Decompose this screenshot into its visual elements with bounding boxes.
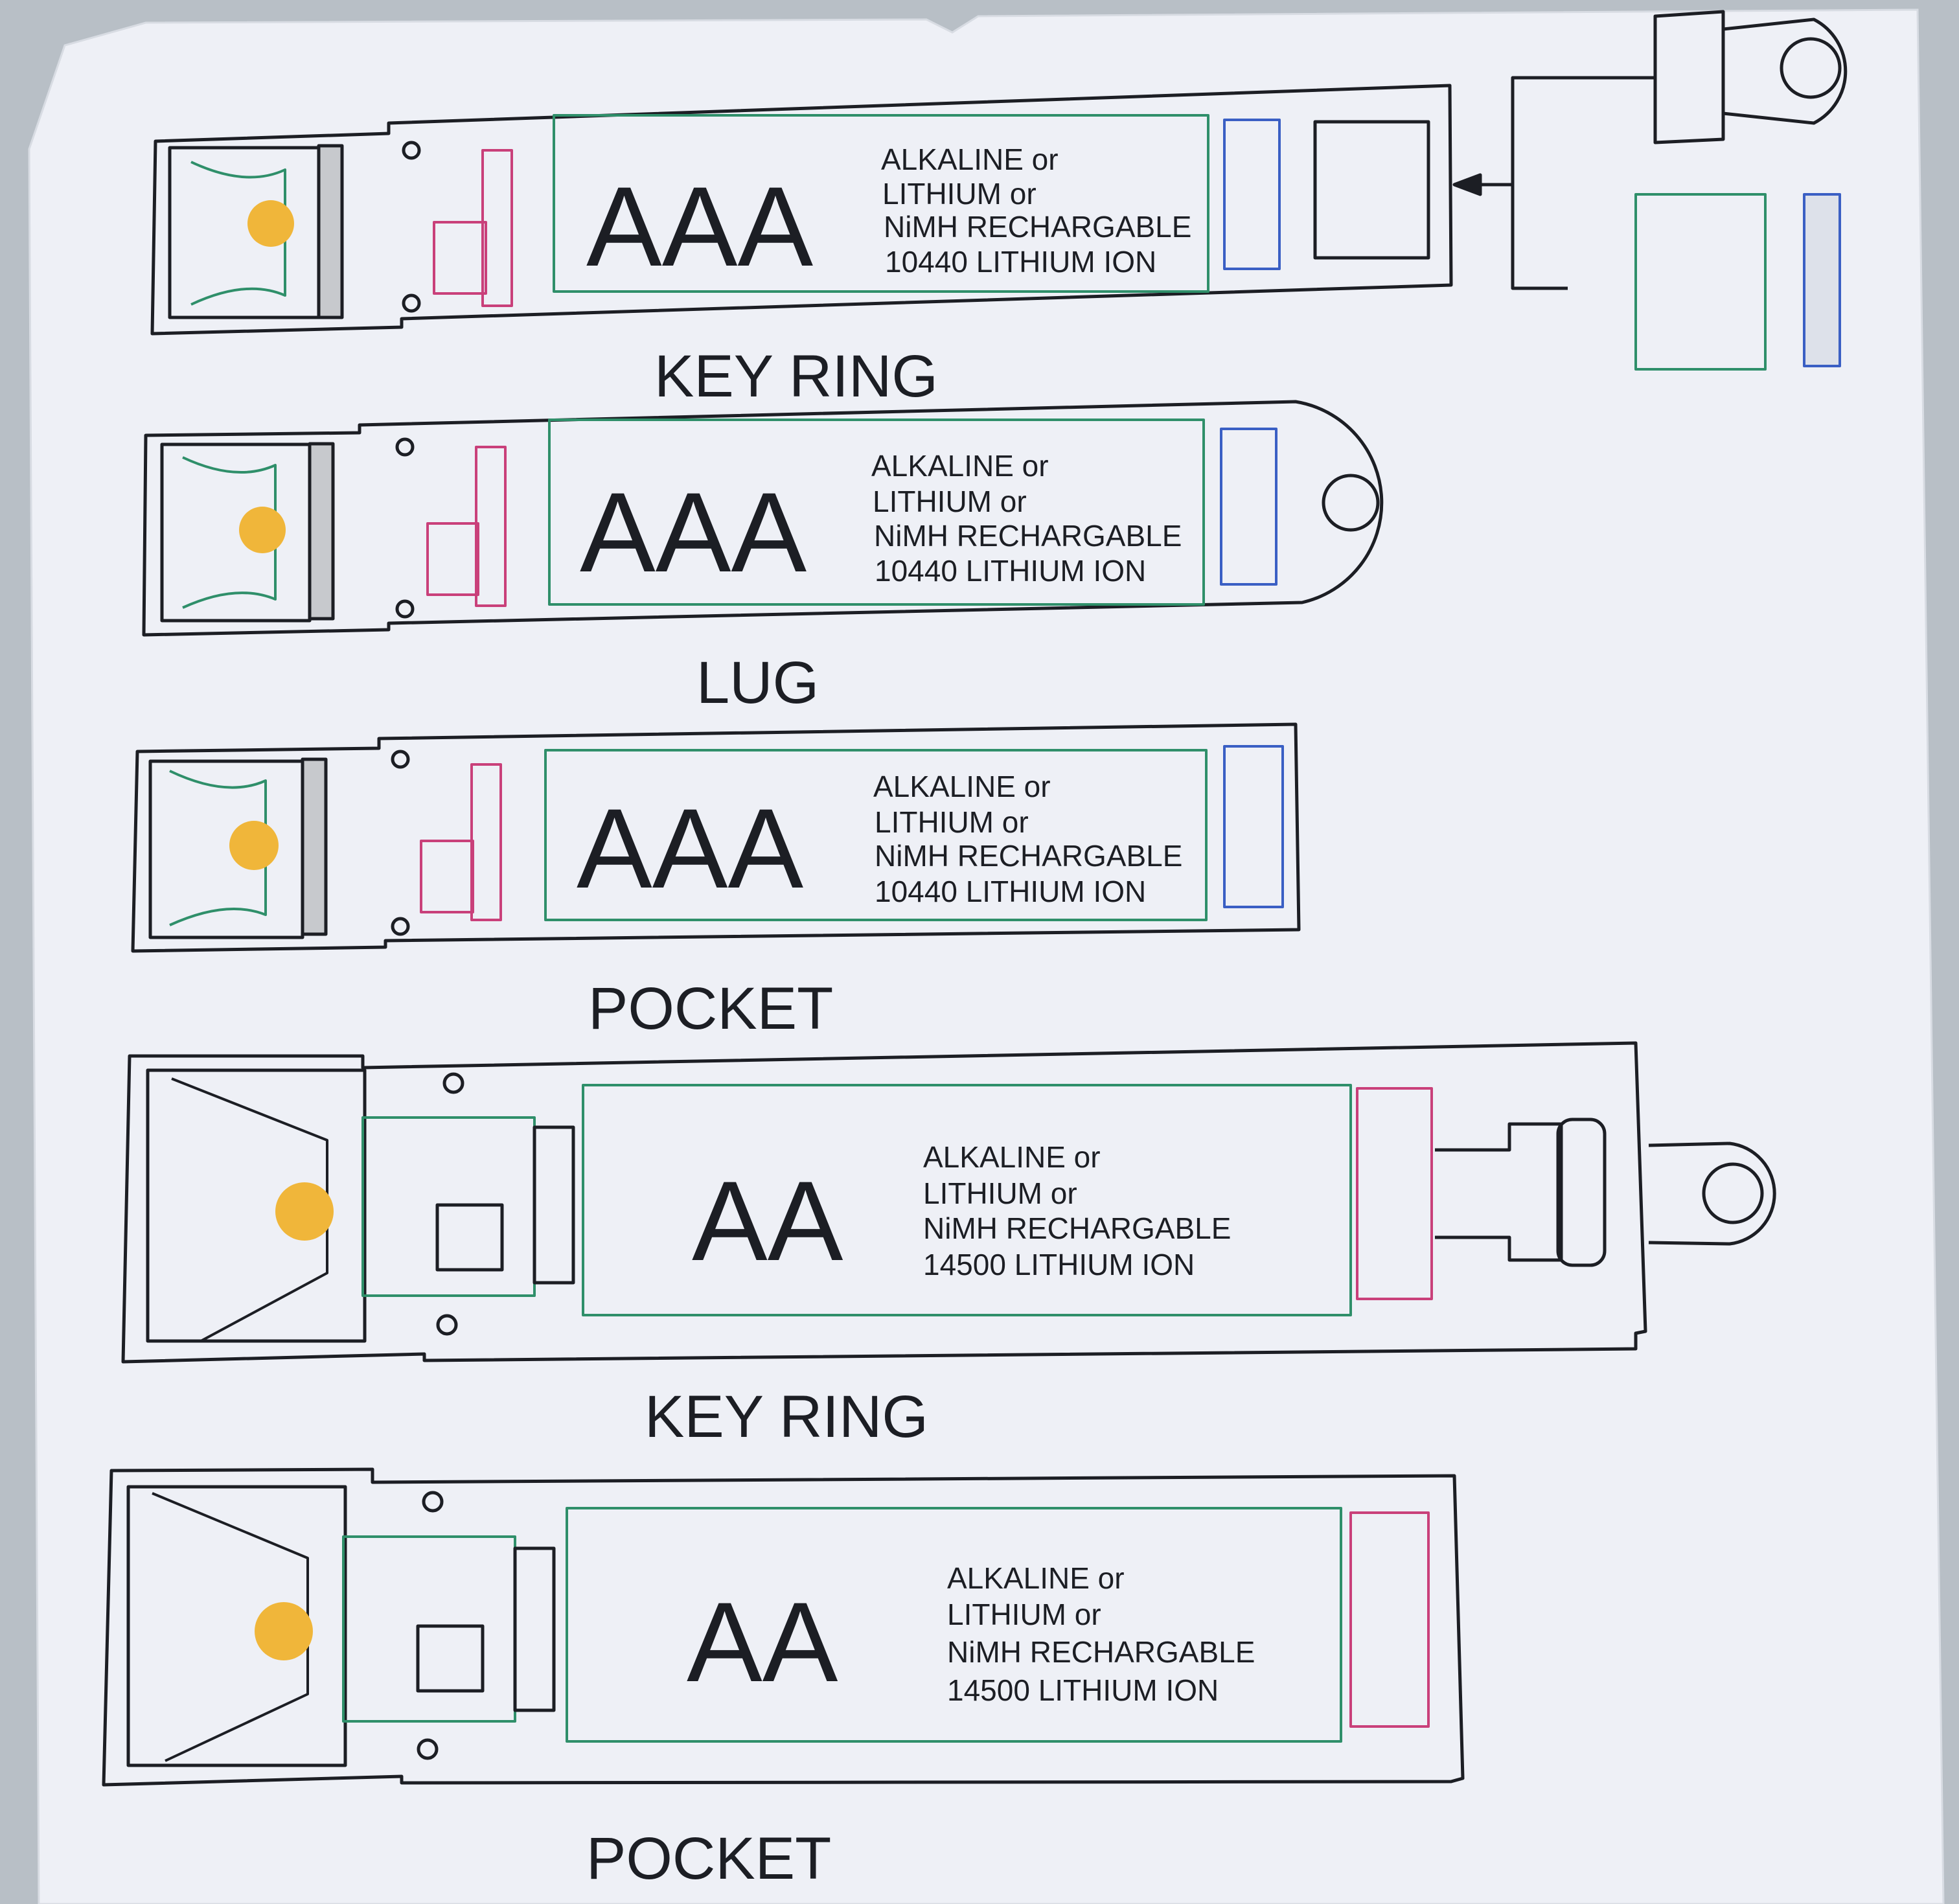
battery-size-label: AA xyxy=(692,1158,843,1285)
light-aa-pocket xyxy=(102,1467,1465,1787)
battery-note: ALKALINE or xyxy=(871,449,1049,483)
lens-hatched xyxy=(301,757,328,936)
variant-label: KEY RING xyxy=(654,343,938,409)
light-body-outline xyxy=(150,84,1453,336)
battery-note: NiMH RECHARGABLE xyxy=(884,210,1191,244)
o-ring xyxy=(391,917,410,936)
light-body-outline xyxy=(142,400,1384,637)
spring-contact xyxy=(1223,119,1281,270)
reflector-housing xyxy=(146,1068,367,1343)
battery-cell xyxy=(553,114,1209,293)
battery-note: NiMH RECHARGABLE xyxy=(875,839,1182,873)
key-ring-hole xyxy=(1780,37,1842,99)
tail-neck xyxy=(1435,1122,1563,1262)
contact-plate xyxy=(475,446,507,607)
battery-note: ALKALINE or xyxy=(881,143,1059,176)
o-ring xyxy=(436,1314,458,1336)
led-dome xyxy=(247,200,294,247)
o-ring xyxy=(442,1072,464,1094)
o-ring xyxy=(391,750,410,769)
contact-plate xyxy=(481,149,513,307)
battery-size-label: AAA xyxy=(580,470,807,596)
led-dome xyxy=(229,821,279,870)
battery-size-label: AAA xyxy=(586,164,813,290)
key-ring-eyelet xyxy=(1648,1141,1776,1246)
battery-note: ALKALINE or xyxy=(873,770,1051,803)
switch-block xyxy=(435,1203,504,1272)
switch-block xyxy=(433,221,487,295)
battery-size-label: AAA xyxy=(577,786,803,912)
battery-cell xyxy=(582,1084,1352,1316)
light-body-outline xyxy=(131,722,1301,953)
spring-contact xyxy=(1349,1511,1430,1728)
light-body-outline xyxy=(121,1041,1647,1364)
battery-note: ALKALINE or xyxy=(947,1561,1125,1595)
o-ring xyxy=(417,1738,439,1760)
light-aaa-lug xyxy=(142,400,1384,637)
battery-note: LITHIUM or xyxy=(873,485,1027,518)
battery-note: 10440 LITHIUM ION xyxy=(875,875,1146,908)
variant-label: POCKET xyxy=(586,1826,831,1892)
battery-note: LITHIUM or xyxy=(875,805,1029,839)
battery-note: LITHIUM or xyxy=(947,1598,1101,1631)
lens-hatched xyxy=(308,442,335,621)
battery-note: NiMH RECHARGABLE xyxy=(874,519,1182,553)
o-ring xyxy=(395,437,415,457)
battery-note: 14500 LITHIUM ION xyxy=(923,1248,1195,1281)
tail-cap xyxy=(1313,120,1430,260)
lug-hole xyxy=(1322,474,1380,532)
key-ring-cap xyxy=(1653,10,1725,144)
battery-note: LITHIUM or xyxy=(882,177,1037,211)
tail-knurl xyxy=(1556,1118,1607,1267)
switch-block xyxy=(426,522,479,596)
battery-note: 10440 LITHIUM ION xyxy=(875,554,1146,588)
light-aaa-pocket xyxy=(131,722,1301,953)
battery-note: ALKALINE or xyxy=(923,1140,1101,1174)
contact-plate xyxy=(513,1546,556,1712)
key-ring-hole xyxy=(1702,1162,1764,1224)
spring-contact xyxy=(1220,428,1277,586)
battery-cell xyxy=(548,419,1205,606)
spring-contact xyxy=(1223,745,1284,908)
contact-plate xyxy=(470,763,502,921)
led-dome xyxy=(255,1602,313,1660)
o-ring xyxy=(395,599,415,619)
lens-hatched xyxy=(317,144,344,319)
variant-label: LUG xyxy=(696,650,819,716)
light-body-outline xyxy=(102,1467,1465,1787)
light-aaa-key-ring xyxy=(150,84,1453,336)
variant-label: POCKET xyxy=(588,976,833,1042)
led-dome xyxy=(239,507,286,553)
battery-note: NiMH RECHARGABLE xyxy=(947,1635,1255,1669)
reflector-housing xyxy=(126,1485,347,1767)
o-ring xyxy=(402,141,421,160)
led-dome xyxy=(275,1182,334,1241)
variant-label: KEY RING xyxy=(645,1384,928,1450)
insert-flange xyxy=(1803,193,1841,367)
o-ring xyxy=(422,1491,444,1513)
key-ring-eyelet xyxy=(1723,17,1848,125)
battery-note: 14500 LITHIUM ION xyxy=(947,1673,1219,1707)
contact-plate xyxy=(533,1125,575,1285)
battery-note: NiMH RECHARGABLE xyxy=(923,1211,1231,1245)
arrow-head xyxy=(1452,173,1482,196)
switch-block xyxy=(416,1624,485,1693)
battery-cell xyxy=(544,749,1208,921)
paper-sheet xyxy=(28,8,1945,1904)
battery-note: LITHIUM or xyxy=(923,1176,1077,1210)
spring-contact xyxy=(1356,1087,1433,1300)
battery-size-label: AA xyxy=(687,1579,838,1706)
o-ring xyxy=(402,293,421,313)
threaded-insert xyxy=(1634,193,1767,371)
battery-cell xyxy=(566,1507,1342,1743)
key-ring-attachment-inset xyxy=(1452,10,1848,371)
battery-note: 10440 LITHIUM ION xyxy=(885,245,1156,279)
